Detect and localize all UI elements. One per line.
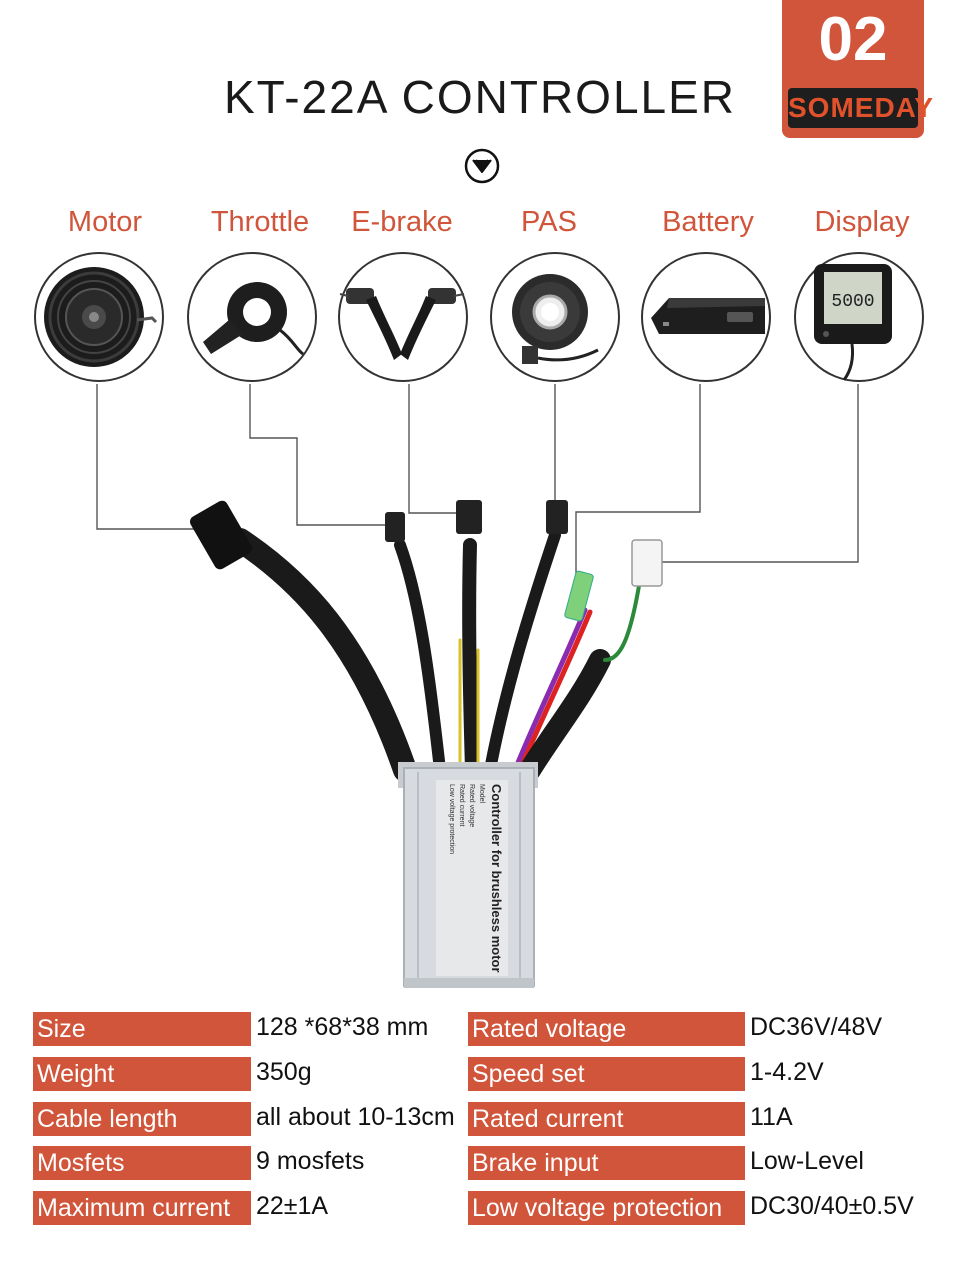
spec-value-rated-current: 11A — [750, 1103, 793, 1131]
controller-label-line: Rated voltage — [468, 784, 475, 827]
spec-label-rated-voltage: Rated voltage — [468, 1012, 745, 1046]
controller-main-label: Controller for brushless motor — [489, 784, 504, 973]
label-pas: PAS — [521, 206, 577, 238]
label-motor: Motor — [67, 206, 143, 238]
display-readout: 5000 — [831, 292, 874, 312]
spec-value-weight: 350g — [256, 1058, 312, 1086]
hub-motor-icon — [34, 252, 164, 382]
spec-value-brake-input: Low-Level — [750, 1147, 864, 1175]
spec-label-size: Size — [33, 1012, 251, 1046]
spec-value-mosfets: 9 mosfets — [256, 1147, 365, 1175]
brake-levers-icon — [338, 252, 468, 382]
brand-badge: 02 SOMEDAY — [782, 0, 933, 138]
spec-label-cable-length: Cable length — [33, 1102, 251, 1136]
thumb-throttle-icon — [187, 252, 317, 382]
controller-label-line: Model — [478, 784, 485, 804]
controller-label-line: Low voltage protection — [448, 784, 455, 854]
spec-value-rated-voltage: DC36V/48V — [750, 1013, 883, 1041]
spec-label-rated-current: Rated current — [468, 1102, 745, 1136]
battery-pack-icon — [641, 252, 771, 382]
spec-label-weight: Weight — [33, 1057, 251, 1091]
page-title: KT-22A CONTROLLER — [223, 71, 737, 123]
chevron-down-circle-icon — [464, 148, 500, 184]
spec-label-brake-input: Brake input — [468, 1146, 745, 1180]
spec-label-mosfets: Mosfets — [33, 1146, 251, 1180]
brand-logo: SOMEDAY — [788, 88, 933, 128]
badge-number: 02 — [818, 5, 888, 74]
pas-sensor-icon — [490, 252, 620, 382]
label-ebrake: E-brake — [351, 206, 453, 238]
spec-label-low-voltage-protection: Low voltage protection — [468, 1191, 745, 1225]
label-battery: Battery — [662, 206, 754, 238]
spec-value-maximum-current: 22±1A — [256, 1192, 329, 1220]
spec-label-speed-set: Speed set — [468, 1057, 745, 1091]
spec-value-low-voltage-protection: DC30/40±0.5V — [750, 1192, 914, 1220]
spec-value-speed-set: 1-4.2V — [750, 1058, 824, 1086]
controller-label-line: Rated current — [458, 784, 465, 826]
label-throttle: Throttle — [210, 206, 310, 238]
spec-value-size: 128 *68*38 mm — [256, 1013, 429, 1041]
label-display: Display — [814, 206, 910, 238]
lcd-display-icon: 5000 — [794, 252, 924, 382]
spec-label-maximum-current: Maximum current — [33, 1191, 251, 1225]
spec-value-cable-length: all about 10-13cm — [256, 1103, 455, 1131]
